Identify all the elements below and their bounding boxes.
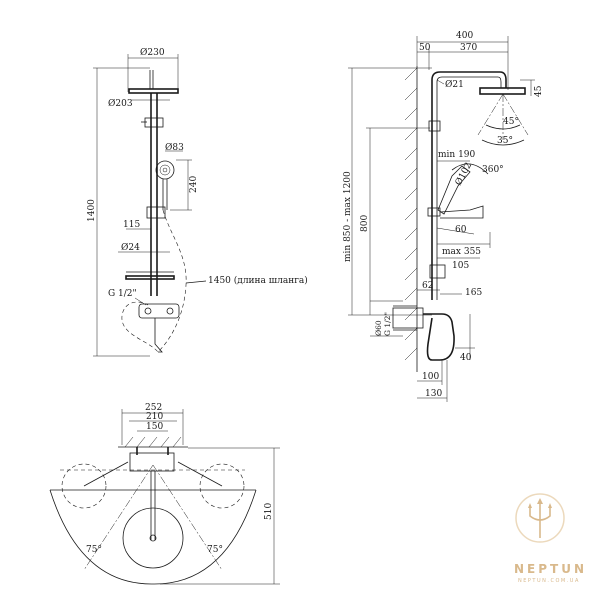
dim-shelf-depth: 105: [452, 261, 469, 271]
shower-hose: [121, 209, 187, 353]
dim-spout-max: max 355: [442, 247, 481, 257]
dim-hand-min: min 190: [438, 150, 476, 160]
hand-shower-holder: [146, 206, 166, 219]
dim-arm-diameter: Ø21: [445, 79, 464, 90]
dim-hose-length: 1450 (длина шланга): [208, 275, 308, 286]
dim-angle-right: 75°: [207, 545, 223, 555]
brand-url: NEPTUN.COM.UA: [518, 578, 580, 584]
riser-clamp-side: [428, 120, 441, 132]
dim-head-diameter: Ø230: [140, 47, 165, 58]
dim-total-width: 400: [456, 31, 473, 41]
dim-wall-offset: 50: [419, 43, 431, 53]
dim-angle-left: 75°: [86, 545, 102, 555]
dim-top-inner: 150: [146, 422, 163, 432]
mixer-body-front: [138, 303, 180, 319]
dim-height-total: 1400: [87, 199, 97, 222]
dim-head-height: 45: [534, 85, 544, 97]
holder-arm-side: [439, 205, 484, 219]
dim-holder-offset: 115: [123, 220, 140, 230]
brand-name: NEPTUN: [514, 562, 587, 576]
side-view: 400 50 370 Ø21 45 45° 35° min 850 - max …: [343, 31, 544, 402]
shelf-side: [429, 264, 446, 279]
dim-inlet-diameter: Ø60: [374, 320, 383, 336]
dim-inlet-thread: G 1/2": [383, 312, 392, 336]
riser-clamp: [144, 117, 164, 128]
front-view: Ø230 Ø203 1400 Ø83 240 115: [87, 47, 308, 357]
dim-base-height: 40: [460, 353, 472, 363]
dim-mixer-offset: 62: [422, 281, 433, 291]
shower-head-front: [128, 88, 179, 94]
brand-logo: NEPTUN NEPTUN.COM.UA: [514, 493, 587, 584]
wall-hatch: [404, 67, 418, 361]
dim-hand-diameter: Ø83: [165, 142, 184, 153]
shower-head-top: [122, 507, 184, 569]
handle-swing-right: [199, 463, 245, 509]
dim-height-range: min 850 - max 1200: [343, 171, 353, 262]
dim-rotation: 360°: [482, 165, 504, 175]
dim-thread: G 1/2": [108, 289, 137, 299]
shower-arm: [431, 71, 507, 300]
dim-top-depth: 510: [264, 503, 274, 520]
mixer-top: [129, 452, 175, 472]
shower-head-side: [479, 87, 526, 95]
shelf-front: [125, 275, 175, 280]
dim-hand-depth: 60: [455, 225, 467, 235]
top-view: 252 210 150 75° 75°: [49, 403, 280, 585]
dim-holder-height: 800: [360, 215, 370, 232]
dim-tilt-b: 35°: [497, 136, 513, 146]
dim-hand-length: 240: [189, 176, 199, 193]
handle-swing-left: [61, 463, 107, 509]
rotation-arc: [49, 489, 257, 585]
dim-arm-length: 370: [460, 43, 477, 53]
mixer-body-side: [423, 313, 455, 361]
dim-base-depth: 130: [425, 389, 442, 399]
dim-head-inner: Ø203: [108, 98, 133, 109]
hand-shower-face: [155, 160, 175, 180]
dim-top-outer: 252: [145, 403, 162, 413]
inlet-side: [392, 307, 424, 329]
dim-pipe-diameter: Ø24: [121, 242, 140, 253]
dim-base-offset: 100: [422, 372, 439, 382]
dim-top-mid: 210: [146, 412, 163, 422]
dim-tilt-a: 45°: [503, 117, 519, 127]
hand-shower-side: [437, 165, 471, 215]
dim-mixer-depth: 165: [465, 288, 482, 298]
